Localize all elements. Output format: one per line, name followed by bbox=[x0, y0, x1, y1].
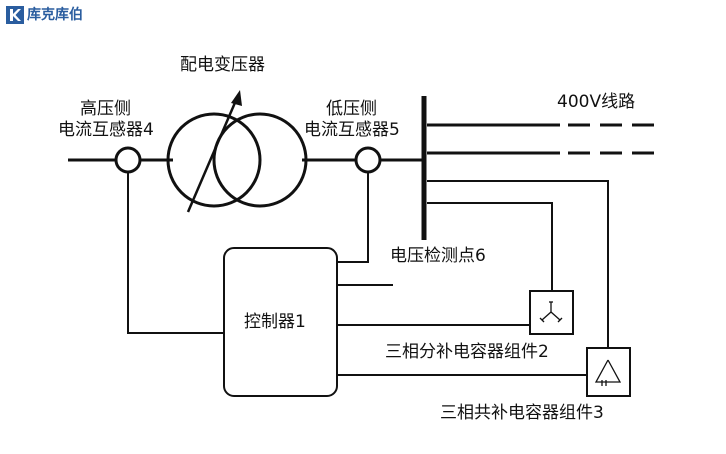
common-cap-label: 三相共补电容器组件3 bbox=[440, 403, 604, 423]
common-cap-box bbox=[586, 347, 631, 397]
voltage-point-label: 电压检测点6 bbox=[390, 246, 486, 266]
line-400v-label: 400V线路 bbox=[557, 92, 636, 112]
transformer-adjust-arrow bbox=[186, 97, 239, 213]
lv-ct-label-line2: 电流互感器5 bbox=[304, 120, 400, 140]
controller-box bbox=[223, 247, 338, 397]
brand-logo: 库克库伯 bbox=[6, 6, 83, 24]
transformer-primary-winding bbox=[166, 112, 262, 208]
hv-ct-symbol bbox=[114, 146, 142, 174]
transformer-secondary-winding bbox=[212, 112, 308, 208]
split-cap-label: 三相分补电容器组件2 bbox=[385, 342, 549, 362]
common-cap-delta-icon bbox=[594, 359, 622, 386]
controller-label: 控制器1 bbox=[244, 312, 306, 332]
transformer-label: 配电变压器 bbox=[180, 55, 265, 75]
lv-ct-label-line1: 低压侧 bbox=[326, 99, 377, 119]
hv-ct-label-line1: 高压侧 bbox=[80, 99, 131, 119]
logo-text: 库克库伯 bbox=[27, 7, 83, 23]
tap-to-common-cap bbox=[427, 180, 609, 348]
split-cap-star-icon bbox=[539, 301, 563, 323]
logo-k-icon bbox=[6, 6, 24, 24]
transformer-arrowhead bbox=[231, 90, 242, 106]
hv-ct-label-line2: 电流互感器4 bbox=[58, 120, 154, 140]
hv-ct-signal-line bbox=[127, 172, 224, 334]
lv-ct-symbol bbox=[354, 146, 382, 174]
tap-to-split-cap bbox=[427, 202, 553, 291]
lv-ct-signal-line bbox=[337, 172, 369, 263]
split-cap-box bbox=[529, 290, 574, 335]
